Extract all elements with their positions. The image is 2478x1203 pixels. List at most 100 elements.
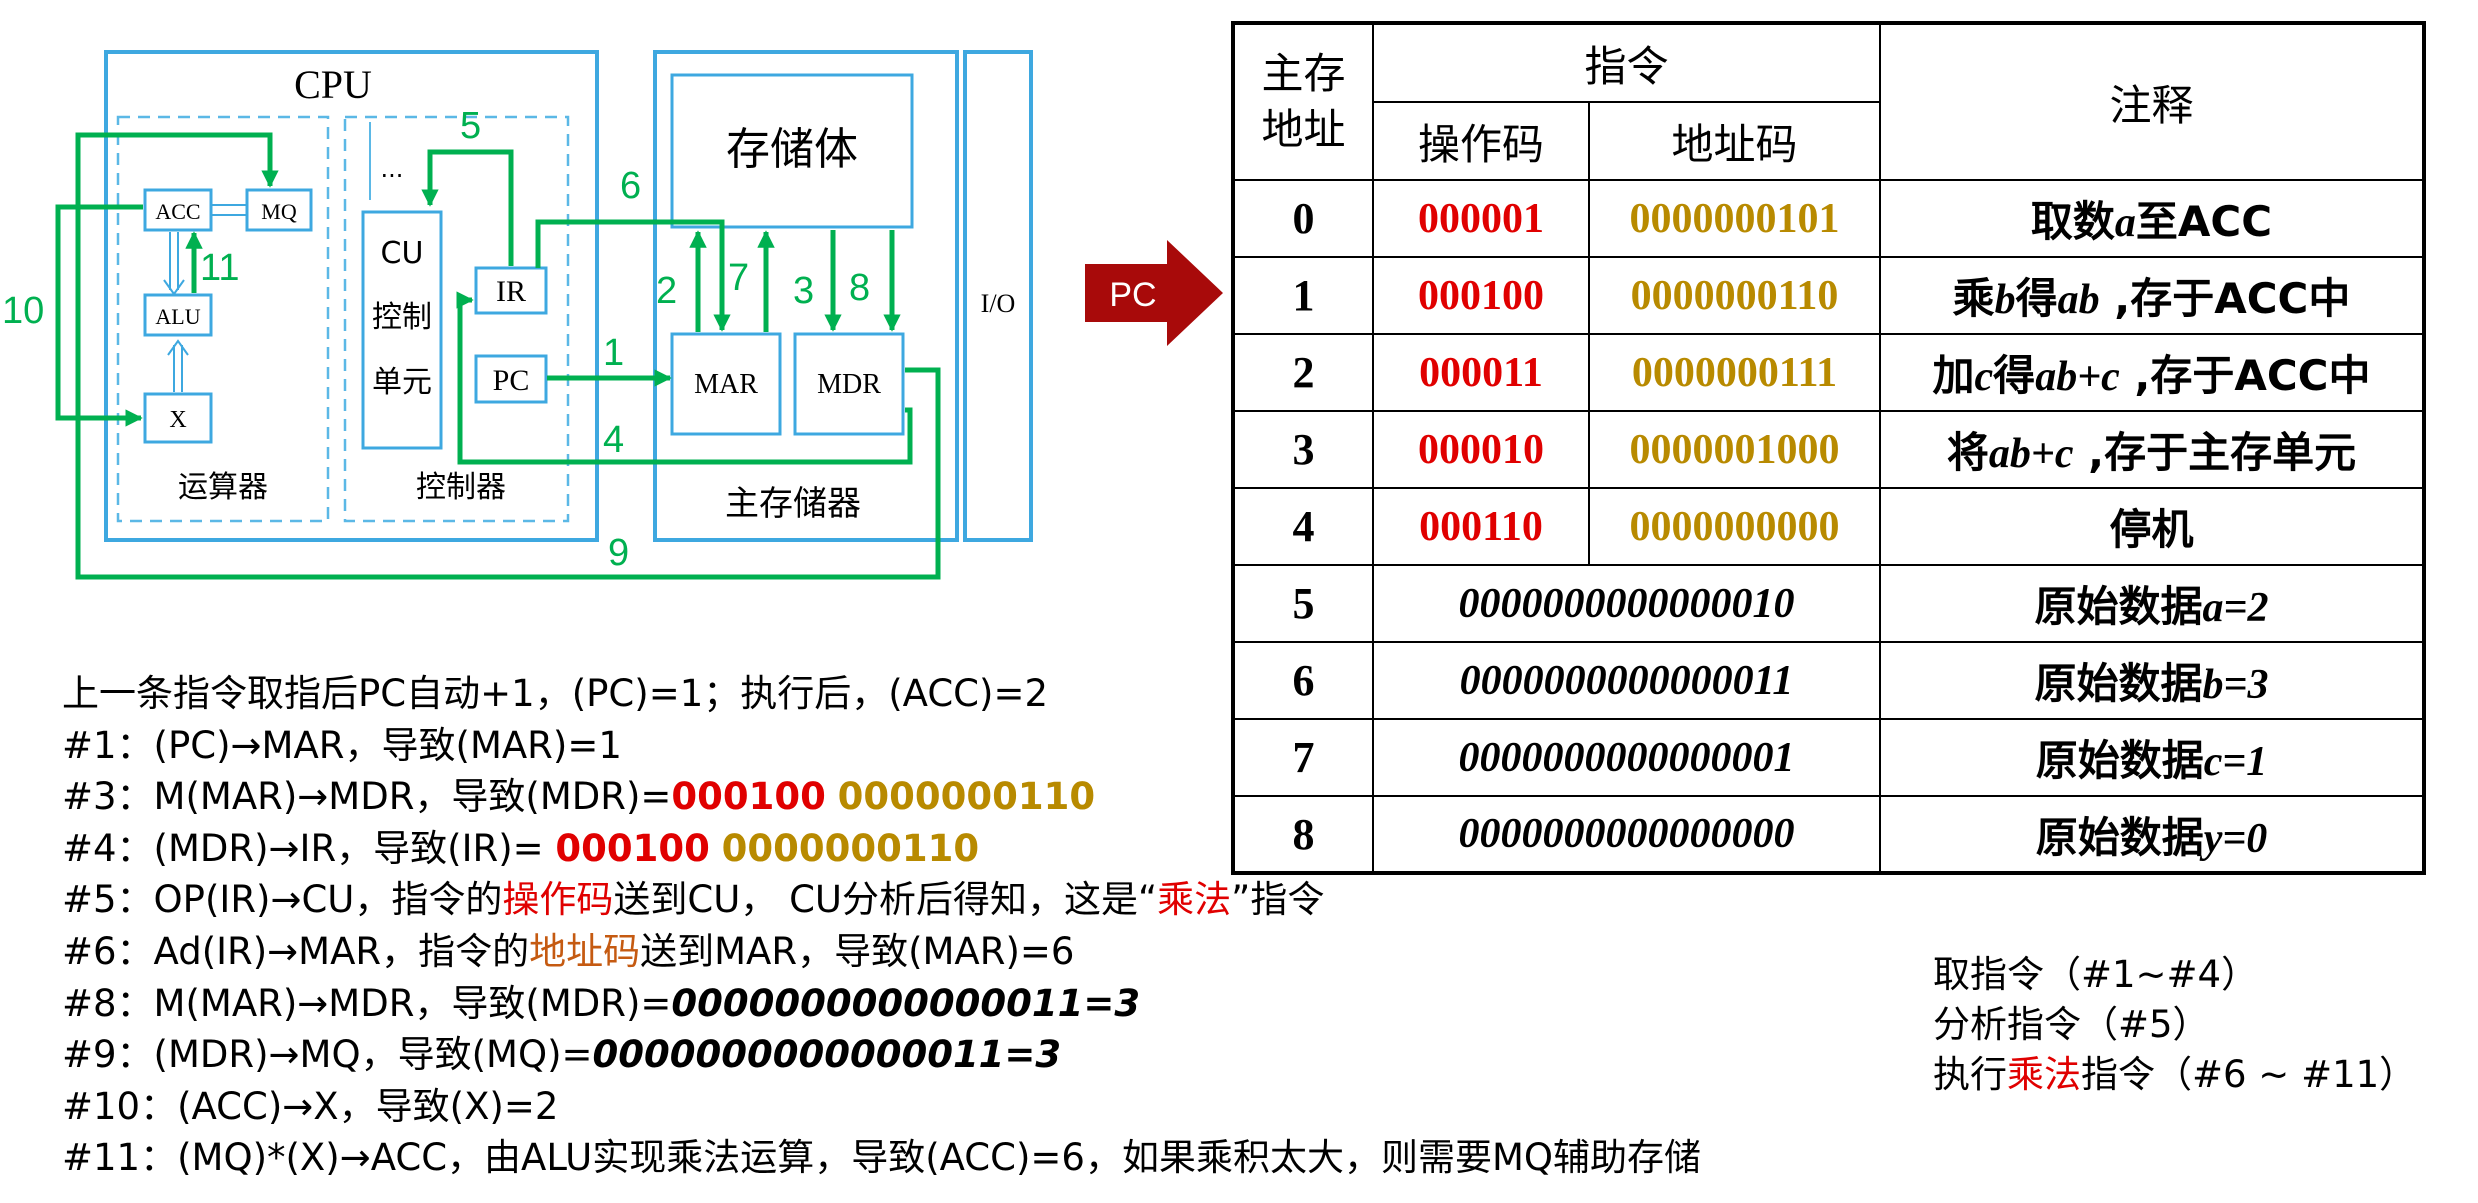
table-row: 6 0000000000000011 原始数据b=3 xyxy=(1232,641,2425,720)
instruction-table: 主存 地址 指令 注释 操作码 地址码 0 000001 0000000101 … xyxy=(1231,21,2426,875)
storage-body-label: 存储体 xyxy=(726,124,858,175)
row-comment: 取数a至ACC xyxy=(1879,179,2425,258)
cpu-box xyxy=(104,50,599,542)
row-address: 5 xyxy=(1232,564,1374,643)
mq-label: MQ xyxy=(261,199,297,224)
row-comment: 原始数据a=2 xyxy=(1879,564,2425,643)
cpu-architecture-diagram: CPU 运算器 控制器 存储体 主存储器 I/O ACC MQ ALU X CU… xyxy=(2,50,1033,580)
pc-register xyxy=(474,354,548,404)
step-4: #4：(MDR)→IR，导致(IR)= 000100 0000000110 xyxy=(62,826,980,870)
path-number-4: 4 xyxy=(603,419,624,461)
path-number-1: 1 xyxy=(603,332,624,374)
path-5 xyxy=(421,149,514,266)
row-comment: 停机 xyxy=(1879,487,2425,566)
control-block xyxy=(343,115,570,523)
row-operand: 0000000110 xyxy=(1588,256,1881,335)
phase-analyze: 分析指令（#5） xyxy=(1933,1003,2210,1046)
path-9 xyxy=(75,132,941,580)
row-data-bits: 0000000000000001 xyxy=(1372,718,1881,797)
phase-fetch: 取指令（#1~#4） xyxy=(1933,953,2259,996)
acc-alu-link xyxy=(163,232,185,296)
io-label: I/O xyxy=(981,289,1016,318)
header-comment: 注释 xyxy=(1879,22,2425,181)
row-address: 3 xyxy=(1232,410,1374,489)
path-number-10: 10 xyxy=(2,290,44,332)
row-address: 0 xyxy=(1232,179,1374,258)
row-address: 6 xyxy=(1232,641,1374,720)
io-box xyxy=(963,50,1033,542)
path-number-3: 3 xyxy=(793,270,814,312)
path-4 xyxy=(456,291,913,465)
path-6 xyxy=(535,219,731,332)
cpu-label: CPU xyxy=(294,62,372,107)
alu-label: ALU xyxy=(155,304,200,329)
phase-execute: 执行乘法指令（#6 ~ #11） xyxy=(1933,1053,2417,1096)
data-paths xyxy=(55,132,941,580)
row-comment: 加c得ab+c ,存于ACC中 xyxy=(1879,333,2425,412)
step-6: #6：Ad(IR)→MAR，指令的地址码送到MAR，导致(MAR)=6 xyxy=(62,929,1075,973)
row-address: 4 xyxy=(1232,487,1374,566)
x-alu-link xyxy=(167,339,189,392)
step-11: #11：(MQ)*(X)→ACC，由ALU实现乘法运算，导致(ACC)=6，如果… xyxy=(62,1136,1702,1180)
table-row: 3 000010 0000001000 将ab+c ,存于主存单元 xyxy=(1232,410,2425,489)
path-10 xyxy=(55,204,143,427)
step-explanations: 上一条指令取指后PC自动+1，(PC)=1；执行后，(ACC)=2 #1：(PC… xyxy=(62,668,1701,1184)
x-label: X xyxy=(169,407,186,433)
x-register xyxy=(143,392,213,444)
row-opcode: 000100 xyxy=(1372,256,1590,335)
path-number-11: 11 xyxy=(200,247,239,289)
header-address-line-2: 地址 xyxy=(1261,105,1346,154)
path-number-2: 2 xyxy=(656,270,677,312)
row-comment: 乘b得ab ,存于ACC中 xyxy=(1879,256,2425,335)
pc-pointer-label: PC xyxy=(1109,276,1156,314)
pc-pointer-arrow: PC xyxy=(1085,240,1223,346)
path-number-7: 7 xyxy=(728,257,749,299)
cu-line-2: 控制 xyxy=(372,300,432,335)
row-comment: 原始数据c=1 xyxy=(1879,718,2425,797)
row-operand: 0000001000 xyxy=(1588,410,1881,489)
acc-register xyxy=(143,188,213,232)
row-data-bits: 0000000000000011 xyxy=(1372,641,1881,720)
table-row: 4 000110 0000000000 停机 xyxy=(1232,487,2425,566)
memory-label: 主存储器 xyxy=(725,484,861,524)
header-address-line-1: 主存 xyxy=(1261,49,1346,98)
row-operand: 0000000101 xyxy=(1588,179,1881,258)
row-address: 1 xyxy=(1232,256,1374,335)
header-address: 主存 地址 xyxy=(1232,22,1374,181)
mar-label: MAR xyxy=(694,369,758,400)
row-operand: 0000000111 xyxy=(1588,333,1881,412)
table-row: 7 0000000000000001 原始数据c=1 xyxy=(1232,718,2425,797)
path-number-5: 5 xyxy=(460,105,481,147)
row-data-bits: 0000000000000010 xyxy=(1372,564,1881,643)
row-comment: 将ab+c ,存于主存单元 xyxy=(1879,410,2425,489)
path-number-6: 6 xyxy=(620,165,641,207)
row-opcode: 000110 xyxy=(1372,487,1590,566)
row-comment: 原始数据b=3 xyxy=(1879,641,2425,720)
step-intro: 上一条指令取指后PC自动+1，(PC)=1；执行后，(ACC)=2 xyxy=(62,672,1048,715)
memory-box xyxy=(653,50,959,542)
mdr-label: MDR xyxy=(817,369,881,400)
ir-register xyxy=(474,266,548,315)
header-instruction: 指令 xyxy=(1372,22,1881,103)
storage-body xyxy=(670,73,914,229)
step-10: #10：(ACC)→X，导致(X)=2 xyxy=(62,1084,559,1128)
control-block-label: 控制器 xyxy=(416,470,506,505)
mar-register xyxy=(670,332,782,436)
row-data-bits: 0000000000000000 xyxy=(1372,795,1881,874)
acc-label: ACC xyxy=(155,199,200,224)
row-address: 2 xyxy=(1232,333,1374,412)
cu-line-1: CU xyxy=(381,236,424,271)
table-row: 1 000100 0000000110 乘b得ab ,存于ACC中 xyxy=(1232,256,2425,335)
path-numbers: 1 2 3 4 5 6 7 8 9 10 11 xyxy=(2,105,870,574)
phase-summary: 取指令（#1~#4） 分析指令（#5） 执行乘法指令（#6 ~ #11） xyxy=(1933,950,2416,1100)
cu-line-3: 单元 xyxy=(372,365,432,400)
acc-mq-link xyxy=(212,204,246,216)
header-opcode: 操作码 xyxy=(1372,101,1590,181)
step-3: #3：M(MAR)→MDR，导致(MDR)=000100 0000000110 xyxy=(62,775,1096,819)
mq-register xyxy=(245,188,313,232)
table-row: 2 000011 0000000111 加c得ab+c ,存于ACC中 xyxy=(1232,333,2425,412)
alu-block xyxy=(116,115,330,523)
control-ellipsis: ... xyxy=(381,155,404,183)
step-9: #9：(MDR)→MQ，导致(MQ)=0000000000000011=3 xyxy=(62,1033,1062,1077)
ir-label: IR xyxy=(496,275,526,308)
